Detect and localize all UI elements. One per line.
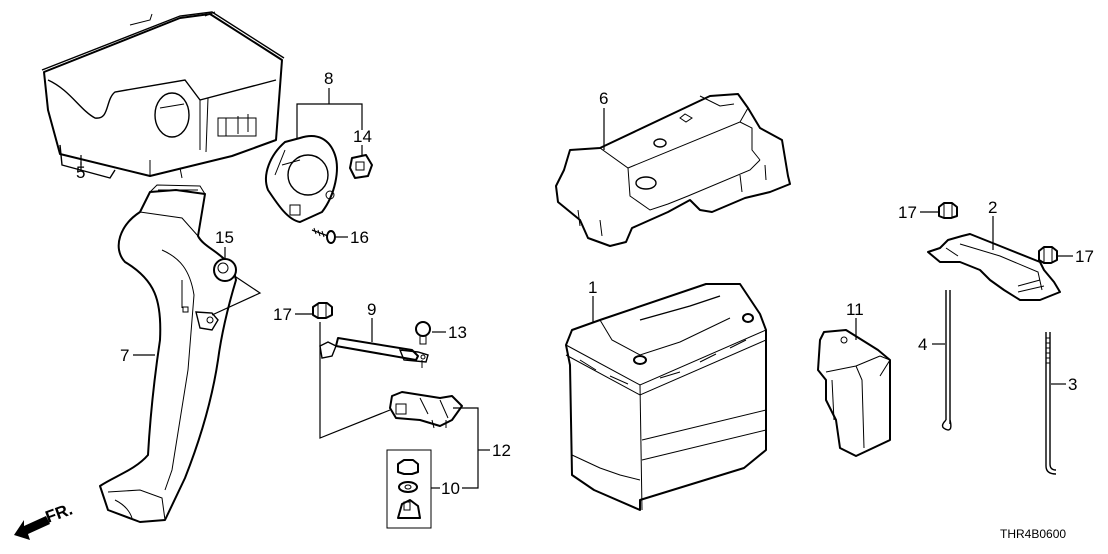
- callout-17b[interactable]: 17: [898, 203, 917, 222]
- callout-16[interactable]: 16: [350, 228, 369, 247]
- callout-2[interactable]: 2: [988, 198, 997, 217]
- part-17-flange-nut-c[interactable]: [1038, 246, 1058, 264]
- leader-12-bracket: [453, 407, 479, 489]
- part-10-hardware-set[interactable]: [397, 459, 421, 519]
- leader-15-bracket: [211, 276, 262, 316]
- part-17-flange-nut-b[interactable]: [938, 202, 958, 219]
- callout-7[interactable]: 7: [120, 346, 129, 365]
- callout-17c[interactable]: 17: [1075, 247, 1094, 266]
- callout-9[interactable]: 9: [367, 300, 376, 319]
- part-4-setting-bolt[interactable]: [941, 290, 952, 431]
- part-14-clip[interactable]: [349, 154, 373, 179]
- part-7-air-duct[interactable]: [99, 184, 237, 523]
- part-6-battery-cover[interactable]: [555, 93, 791, 247]
- part-12-battery-terminal[interactable]: [389, 391, 463, 429]
- part-11-terminal-cover[interactable]: [817, 329, 891, 457]
- part-9-ground-cable[interactable]: [319, 337, 429, 368]
- callout-15[interactable]: 15: [215, 228, 234, 247]
- callout-1[interactable]: 1: [588, 278, 597, 297]
- part-3-setting-bolt[interactable]: [1045, 332, 1057, 475]
- part-2-setting-plate[interactable]: [927, 233, 1061, 301]
- diagram-code: THR4B0600: [1000, 527, 1066, 541]
- part-17-flange-nut-a[interactable]: [312, 302, 333, 319]
- part-8-battery-sensor[interactable]: [265, 135, 338, 223]
- part-15-grommet-nut[interactable]: [213, 258, 237, 282]
- callout-14[interactable]: 14: [353, 127, 372, 146]
- callout-3[interactable]: 3: [1068, 375, 1077, 394]
- callout-6[interactable]: 6: [599, 89, 608, 108]
- callout-8[interactable]: 8: [324, 69, 333, 88]
- callout-4[interactable]: 4: [918, 335, 927, 354]
- front-direction-indicator: FR.: [14, 500, 75, 540]
- leader-17a-to-terminal: [319, 322, 391, 439]
- callout-10[interactable]: 10: [441, 479, 460, 498]
- callout-5[interactable]: 5: [76, 163, 85, 182]
- part-1-battery[interactable]: [565, 283, 767, 511]
- part-16-screw[interactable]: [311, 227, 336, 244]
- part-5-battery-box[interactable]: [41, 11, 285, 179]
- callout-17a[interactable]: 17: [273, 305, 292, 324]
- part-10-hardware-box: [386, 449, 432, 529]
- front-arrow-icon: [14, 516, 50, 540]
- callout-13[interactable]: 13: [448, 323, 467, 342]
- front-label: FR.: [43, 500, 75, 527]
- part-13-bolt[interactable]: [415, 321, 431, 345]
- callout-12[interactable]: 12: [492, 441, 511, 460]
- callout-11[interactable]: 11: [846, 300, 864, 319]
